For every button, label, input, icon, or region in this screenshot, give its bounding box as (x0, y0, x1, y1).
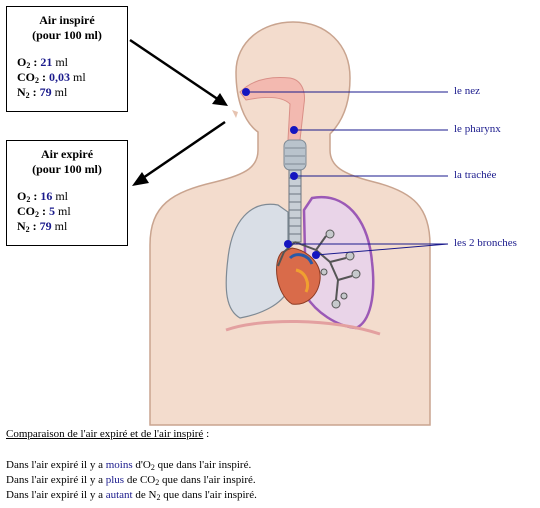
comparison-line-co2: Dans l'air expiré il y a plus de CO2 que… (6, 474, 256, 487)
comparison-heading: Comparaison de l'air expiré et de l'air … (6, 428, 210, 440)
upper-airway (239, 77, 305, 141)
expired-n2-row: N2 : 79 ml (17, 219, 68, 234)
inspired-o2-row: O2 : 21 ml (17, 55, 69, 70)
expired-air-title: Air expiré (40, 147, 94, 161)
diaphragm (225, 319, 381, 336)
comparison-line-o2: Dans l'air expiré il y a moins d'O2 que … (6, 459, 252, 472)
label-nose: le nez (454, 85, 480, 97)
label-dots (242, 88, 320, 259)
inspired-air-box: Air inspiré (pour 100 ml) O2 : 21 ml CO2… (6, 6, 128, 112)
label-trachea: la trachée (454, 169, 497, 181)
label-pharynx: le pharynx (454, 123, 501, 135)
inspired-air-subtitle: (pour 100 ml) (32, 28, 102, 42)
label-bronchi: les 2 bronches (454, 237, 517, 249)
label-pointers (246, 91, 449, 256)
expired-o2-value: 16 (40, 189, 53, 203)
exhale-arrow (132, 120, 226, 186)
inhale-arrow (129, 38, 228, 106)
expired-o2-row: O2 : 16 ml (17, 189, 69, 204)
expired-co2-row: CO2 : 5 ml (17, 204, 71, 219)
left-lung (225, 203, 289, 319)
inspired-o2-value: 21 (40, 55, 53, 69)
larynx (283, 139, 307, 171)
right-lung (302, 195, 375, 330)
comparison-line-n2: Dans l'air expiré il y a autant de N2 qu… (6, 489, 257, 502)
inspired-n2-row: N2 : 79 ml (17, 85, 68, 100)
heart (276, 247, 321, 305)
inspired-n2-value: 79 (39, 85, 52, 99)
inspired-co2-value: 0,03 (49, 70, 70, 84)
inspired-air-title: Air inspiré (39, 13, 95, 27)
expired-co2-value: 5 (49, 204, 55, 218)
inspired-co2-row: CO2 : 0,03 ml (17, 70, 86, 85)
expired-air-box: Air expiré (pour 100 ml) O2 : 16 ml CO2 … (6, 140, 128, 246)
expired-n2-value: 79 (39, 219, 52, 233)
alveoli-clusters (320, 229, 361, 309)
expired-air-subtitle: (pour 100 ml) (32, 162, 102, 176)
trachea-illustration (288, 169, 302, 243)
